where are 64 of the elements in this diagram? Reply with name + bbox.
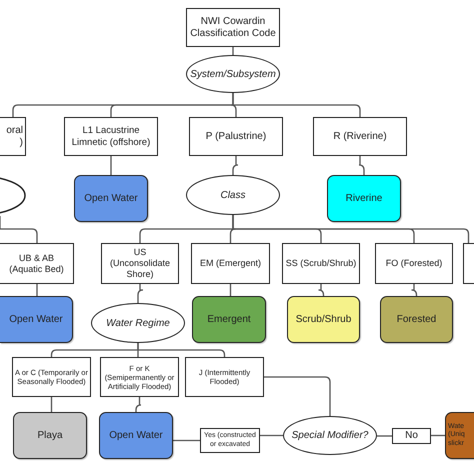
connector-line	[135, 397, 142, 412]
node-label: Open Water	[84, 192, 138, 204]
connector-line	[264, 376, 331, 416]
connector-line	[230, 284, 232, 296]
node-label: SS (Scrub/Shrub)	[286, 258, 356, 269]
code-box	[189, 117, 283, 156]
connector-line	[0, 216, 38, 243]
code-box	[313, 117, 407, 156]
class-box	[380, 296, 453, 343]
node-label: R (Riverine)	[333, 130, 387, 142]
class-box	[0, 296, 73, 343]
node-label: System/Subsystem	[190, 68, 276, 80]
connector-line	[173, 440, 200, 442]
node-label: oral )	[5, 124, 23, 148]
node-label: FO (Forested)	[386, 258, 442, 269]
node-label: Scrub/Shrub	[296, 314, 352, 326]
class-box	[287, 296, 360, 343]
connector-line	[110, 156, 112, 175]
code-box	[12, 357, 91, 397]
code-box	[191, 243, 270, 284]
code-box	[392, 428, 431, 444]
node-label: Playa	[37, 430, 62, 442]
connector-line	[36, 284, 38, 296]
node-label: No	[405, 430, 418, 442]
connector-line	[137, 284, 144, 303]
class-box	[445, 412, 474, 459]
code-box	[375, 243, 453, 284]
node-label: L1 Lacustrine Limnetic (offshore)	[70, 125, 152, 148]
code-box	[186, 8, 280, 47]
node-label: Open Water	[9, 314, 63, 326]
node-label: P (Palustrine)	[206, 130, 266, 142]
connector-line	[232, 156, 239, 175]
class-box	[13, 412, 87, 459]
node-label: Class	[220, 190, 246, 200]
node-label: Riverine	[346, 192, 382, 204]
code-box	[64, 117, 158, 156]
code-box	[100, 357, 179, 397]
class-box	[192, 296, 266, 343]
node-label: Special Modifier?	[292, 430, 368, 441]
connector-line	[260, 434, 283, 436]
class-box	[327, 175, 401, 222]
class-box	[74, 175, 148, 222]
connector-line	[318, 284, 324, 296]
connector-line	[377, 435, 392, 437]
code-box	[0, 117, 26, 156]
connector-line	[410, 284, 418, 296]
node-label: US (Unconsolidate Shore)	[108, 247, 172, 280]
node-label: Emergent	[207, 314, 251, 326]
code-box	[101, 243, 179, 284]
node-label: EM (Emergent)	[200, 258, 261, 269]
class-box	[99, 412, 173, 459]
node-label: UB & AB (Aquatic Bed)	[8, 252, 65, 274]
node-label: Water Regime	[106, 318, 170, 328]
connector-line	[50, 397, 52, 412]
code-box	[282, 243, 360, 284]
connector-line	[358, 156, 365, 175]
code-box	[0, 243, 74, 284]
code-box	[200, 428, 260, 453]
code-box	[185, 357, 264, 397]
node-label: Forested	[396, 314, 436, 326]
node-label: NWI Cowardin Classification Code	[189, 16, 277, 40]
node-label: Open Water	[109, 430, 163, 442]
box-shape	[463, 243, 474, 284]
connector-line	[431, 434, 445, 436]
